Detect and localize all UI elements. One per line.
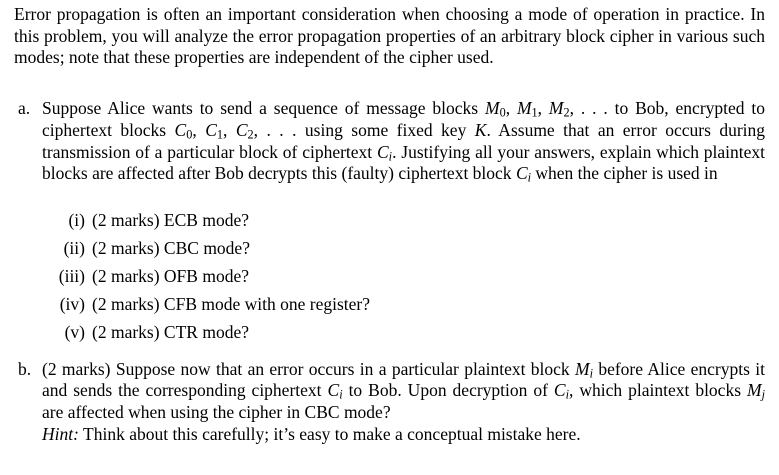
text-run: before Alice encrypts it and sends the c… bbox=[42, 358, 765, 401]
text-run-m: C bbox=[327, 380, 340, 401]
subquestion-text: (2 marks) CBC mode? bbox=[92, 237, 250, 258]
text-run-m: M bbox=[575, 358, 590, 379]
text-run: . Justifying all your answers, explain w… bbox=[42, 141, 765, 184]
text-run-m: K bbox=[474, 119, 487, 140]
text-run-msub: j bbox=[761, 388, 765, 403]
subquestion-label: (iv) bbox=[59, 293, 85, 314]
question-part-b: b. (2 marks) Suppose now that an error o… bbox=[14, 359, 765, 446]
subquestion-text: (2 marks) OFB mode? bbox=[92, 265, 249, 286]
text-run-m: M bbox=[548, 98, 564, 119]
text-run-msub: i bbox=[388, 149, 393, 164]
text-run-sub: 2 bbox=[563, 105, 570, 120]
text-run-m: M bbox=[516, 98, 532, 119]
subquestion-item-v: (v) (2 marks) CTR mode? bbox=[42, 322, 765, 344]
part-b-label: b. bbox=[18, 358, 32, 379]
text-run: . Assume that an error occurs during tra… bbox=[42, 119, 766, 162]
text-run-sub: 2 bbox=[247, 127, 254, 142]
text-run-msub: i bbox=[589, 366, 593, 381]
subquestion-text: (2 marks) CTR mode? bbox=[92, 321, 249, 342]
subquestion-text: (2 marks) CFB mode with one register? bbox=[92, 293, 371, 314]
question-part-a: a. Suppose Alice wants to send a sequenc… bbox=[14, 98, 765, 344]
subquestion-item-ii: (ii) (2 marks) CBC mode? bbox=[42, 238, 765, 260]
text-run: (2 marks) Suppose now that an error occu… bbox=[42, 358, 576, 379]
text-run: , bbox=[505, 98, 517, 119]
text-run-sub: 0 bbox=[186, 127, 193, 142]
text-run: are affected when using the cipher in CB… bbox=[42, 402, 391, 423]
text-run-i: Hint: bbox=[42, 423, 79, 444]
text-run-m: M bbox=[484, 98, 500, 119]
text-run-msub: i bbox=[339, 388, 343, 403]
intro-paragraph: Error propagation is often an important … bbox=[14, 4, 765, 68]
text-run-sub: 0 bbox=[499, 105, 506, 120]
text-run: Think about this carefully; it’s easy to… bbox=[78, 423, 581, 444]
text-run-msub: i bbox=[527, 170, 532, 185]
text-run: when the cipher is used in bbox=[531, 163, 718, 184]
part-b-hint: Hint: Think about this carefully; it’s e… bbox=[42, 424, 765, 446]
part-a-body: Suppose Alice wants to send a sequence o… bbox=[42, 98, 765, 344]
part-a-label: a. bbox=[18, 98, 31, 119]
part-b-body: (2 marks) Suppose now that an error occu… bbox=[42, 359, 765, 446]
subquestion-list: (i) (2 marks) ECB mode? (ii) (2 marks) C… bbox=[42, 210, 765, 344]
subquestion-label: (i) bbox=[68, 209, 85, 230]
text-run-msub: i bbox=[565, 388, 570, 403]
text-run: , . . . using some fixed key bbox=[253, 119, 475, 140]
text-run-m: C bbox=[376, 141, 389, 162]
subquestion-item-iii: (iii) (2 marks) OFB mode? bbox=[42, 266, 765, 288]
text-run-m: C bbox=[553, 380, 566, 401]
subquestion-item-iv: (iv) (2 marks) CFB mode with one registe… bbox=[42, 294, 765, 316]
text-run: , . . . to Bob, encrypted to ciphertext … bbox=[42, 98, 766, 140]
subquestion-item-i: (i) (2 marks) ECB mode? bbox=[42, 210, 765, 232]
text-run: Suppose Alice wants to send a sequence o… bbox=[42, 98, 485, 119]
subquestion-label: (v) bbox=[64, 321, 85, 342]
subquestion-text: (2 marks) ECB mode? bbox=[92, 209, 249, 230]
subquestion-label: (ii) bbox=[63, 237, 85, 258]
text-run: to Bob. Upon decryption of bbox=[342, 380, 554, 401]
text-run: , which plaintext blocks bbox=[569, 380, 747, 401]
text-run-sub: 1 bbox=[216, 127, 223, 142]
text-run-m: M bbox=[747, 380, 762, 401]
text-run-sub: 1 bbox=[531, 105, 538, 120]
part-b-text: (2 marks) Suppose now that an error occu… bbox=[42, 359, 765, 424]
subquestion-label: (iii) bbox=[58, 265, 85, 286]
text-run-m: C bbox=[205, 119, 217, 140]
text-run-m: C bbox=[174, 119, 187, 140]
text-run: , bbox=[223, 119, 236, 140]
text-run: , bbox=[537, 98, 549, 119]
part-a-text: Suppose Alice wants to send a sequence o… bbox=[42, 98, 765, 185]
text-run: , bbox=[192, 119, 206, 140]
text-run-m: C bbox=[515, 163, 528, 184]
text-run-m: C bbox=[235, 119, 248, 140]
